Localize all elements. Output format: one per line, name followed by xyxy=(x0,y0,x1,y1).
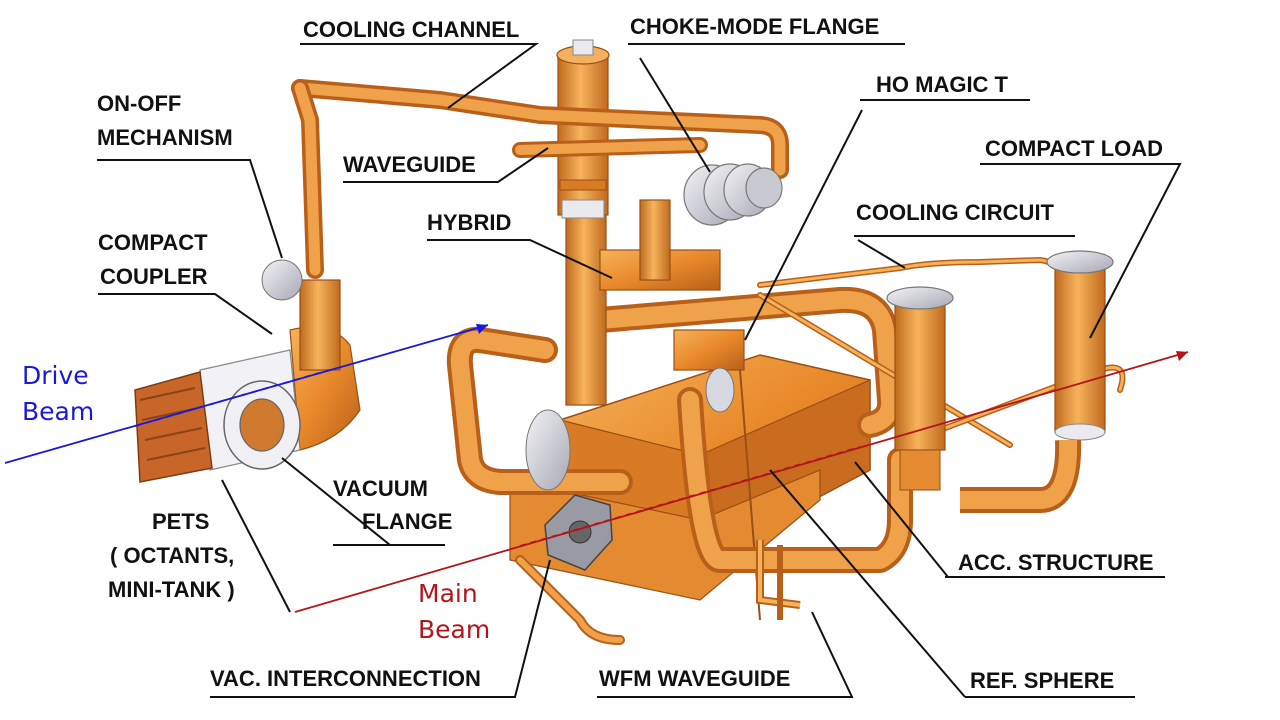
label-pets-line2: ( OCTANTS, xyxy=(110,543,235,568)
label-pets-line3: MINI-TANK ) xyxy=(108,577,235,602)
label-compact-coupler-line2: COUPLER xyxy=(100,264,208,289)
label-pets-line1: PETS xyxy=(152,509,210,534)
label-choke-mode-flange: CHOKE-MODE FLANGE xyxy=(630,14,880,39)
waveguide-loops xyxy=(446,286,913,645)
label-acc-structure: ACC. STRUCTURE xyxy=(958,550,1154,575)
label-waveguide: WAVEGUIDE xyxy=(343,152,476,177)
label-vacuum-flange-line1: VACUUM xyxy=(333,476,428,501)
wfm-waveguide xyxy=(756,540,801,620)
label-wfm-waveguide: WFM WAVEGUIDE xyxy=(599,666,791,691)
label-hybrid: HYBRID xyxy=(427,210,512,235)
cooling-channel-pipe xyxy=(291,79,789,279)
main-beam-label-line2: Beam xyxy=(418,615,491,644)
leader-lines xyxy=(97,43,1182,698)
choke-mode-flange-bellows xyxy=(683,163,783,226)
vacuum-flange-ring xyxy=(223,380,301,470)
label-compact-load: COMPACT LOAD xyxy=(985,136,1164,161)
side-flanges xyxy=(525,367,735,491)
drive-beam-label-line1: Drive xyxy=(22,361,89,390)
label-on-off-line2: MECHANISM xyxy=(97,125,233,150)
drive-beam-label-line2: Beam xyxy=(22,397,95,426)
drive-beam-line xyxy=(4,324,489,464)
main-beam-label-line1: Main xyxy=(418,579,478,608)
label-vac-interconnection: VAC. INTERCONNECTION xyxy=(210,666,481,691)
compact-load-right xyxy=(960,250,1114,513)
vertical-waveguide-tower xyxy=(556,39,610,219)
label-cooling-channel: COOLING CHANNEL xyxy=(303,17,520,42)
label-ref-sphere: REF. SPHERE xyxy=(970,668,1115,693)
label-ho-magic-t: HO MAGIC T xyxy=(876,72,1008,97)
label-cooling-circuit: COOLING CIRCUIT xyxy=(856,200,1054,225)
label-vacuum-flange-line2: FLANGE xyxy=(362,509,453,534)
main-beam-line xyxy=(294,351,1189,613)
compact-load-middle xyxy=(886,286,954,491)
label-on-off-line1: ON-OFF xyxy=(97,91,182,116)
hybrid-waveguide xyxy=(565,199,745,406)
label-compact-coupler-line1: COMPACT xyxy=(98,230,208,255)
